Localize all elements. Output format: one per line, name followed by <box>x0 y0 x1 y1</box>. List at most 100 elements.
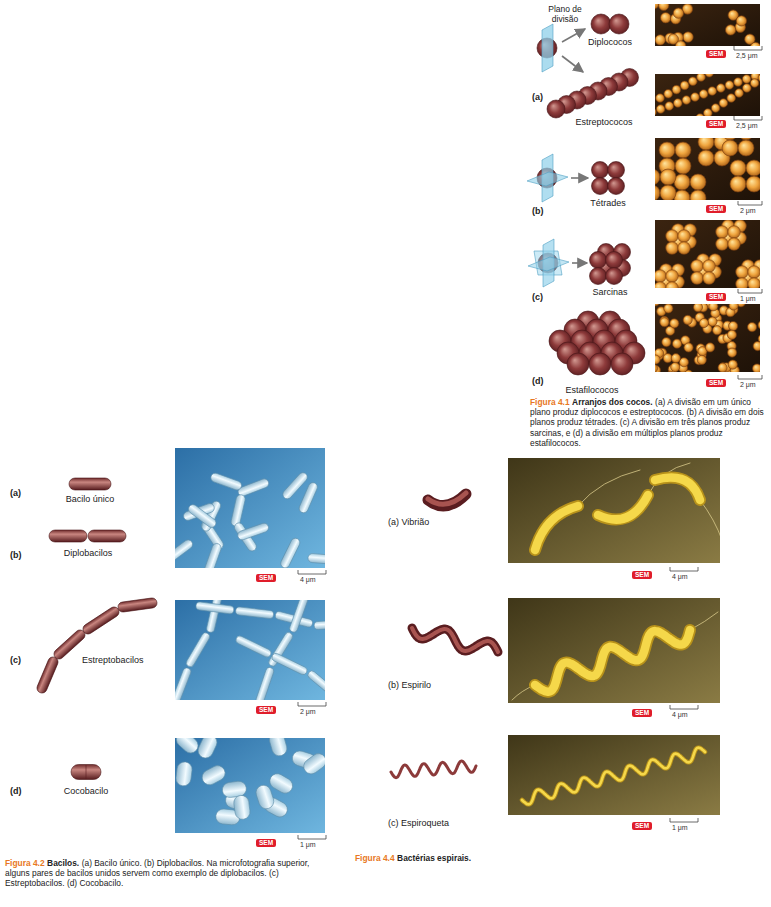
coccus-cell <box>716 238 729 251</box>
bacillus-cell <box>233 794 251 820</box>
coccus-cell <box>719 99 728 108</box>
coccus-cell <box>675 41 685 46</box>
sem-badge: SEM <box>706 50 726 58</box>
coccus-cell <box>655 282 666 288</box>
coccus-cell <box>666 230 679 243</box>
coccus-cell <box>691 272 704 285</box>
vibrio-cell <box>598 495 648 520</box>
coccus-cell <box>746 176 760 192</box>
spirillum-cell <box>535 630 690 692</box>
scale-label: 2 μm <box>300 708 316 716</box>
coccus-cell <box>729 304 738 310</box>
part-label: Tétrades <box>590 198 626 209</box>
coccus-cell <box>698 138 714 150</box>
coccus-cell <box>708 317 717 326</box>
bacillus-cell <box>88 530 126 542</box>
micrograph-coccobacilli <box>175 738 325 833</box>
coccus-cell <box>655 270 666 283</box>
part-label: Cocobacilo <box>64 786 109 797</box>
division-plane <box>542 24 553 72</box>
coccus-cell <box>691 93 700 102</box>
coccus-cell <box>664 304 673 313</box>
figure-caption: Figura 4.4Bactérias espirais. <box>355 853 655 863</box>
part-label: Diplobacilos <box>64 548 113 559</box>
scale-label: 1 μm <box>672 824 688 832</box>
coccus-cell <box>728 238 741 251</box>
bacillus-cell <box>175 538 194 564</box>
coccus-cell <box>690 174 706 190</box>
coccus-cell <box>747 322 756 331</box>
panel-letter: (c) <box>10 655 21 666</box>
bacillus-cell <box>237 522 270 541</box>
micrograph-vibrios <box>508 458 720 563</box>
spirillum-highlight <box>412 628 498 652</box>
bacillus-cell <box>255 667 275 700</box>
coccus-cell <box>609 14 629 34</box>
bacillus-cell <box>289 600 309 633</box>
coccus-cell <box>666 270 679 283</box>
part-label: Estreptococos <box>575 117 632 128</box>
coccus-cell <box>655 169 660 185</box>
coccus-cell <box>683 32 693 42</box>
bacillus-cell <box>71 765 101 780</box>
spirochete-cell <box>522 748 705 805</box>
coccus-cell <box>608 178 625 195</box>
part-label: (c) Espiroqueta <box>388 818 449 829</box>
caption-heading: Bacilos. <box>47 858 79 868</box>
micrograph-bacilli <box>175 448 325 568</box>
scale-bar <box>298 570 326 574</box>
coccus-cell <box>727 330 736 339</box>
coccus-cell <box>655 364 658 372</box>
coccus-cell <box>689 77 698 86</box>
scale-label: 2 μm <box>740 381 756 389</box>
coccus-cell <box>722 140 738 156</box>
scale-label: 4 μm <box>300 576 316 584</box>
micrograph-sarcinae <box>655 220 760 288</box>
coccus-cell <box>736 278 749 288</box>
coccus-cell <box>698 150 714 166</box>
division-plane <box>527 172 568 186</box>
bacillus-cell <box>268 738 289 758</box>
micrograph-ground <box>655 304 760 372</box>
coccus-cell <box>664 90 673 99</box>
scale-label: 4 μm <box>672 573 688 581</box>
coccus-cell <box>709 304 718 311</box>
coccus-cell <box>697 355 706 364</box>
micrograph-ground <box>655 4 760 46</box>
coccus-cell <box>674 174 690 190</box>
coccus-cell <box>711 104 720 113</box>
scale-bar <box>738 375 762 379</box>
bacillus-cell <box>185 631 211 668</box>
coccus-cell <box>758 74 760 82</box>
cell-constriction <box>86 765 87 779</box>
panel-letter: (b) <box>10 550 22 561</box>
bacillus-cell <box>52 628 87 661</box>
vibrio-cell <box>655 478 700 501</box>
coccus-cell <box>671 354 680 363</box>
micrograph-ground <box>508 458 720 563</box>
vibrio-highlight <box>428 493 466 504</box>
coccus-cell <box>738 138 754 140</box>
caption-heading: Arranjos dos cocos. <box>572 397 653 407</box>
scale-bar <box>670 567 698 571</box>
coccus-cell <box>659 142 675 158</box>
micrograph-staphylococci <box>655 304 760 372</box>
coccus-cell <box>746 160 760 176</box>
coccus-cell <box>666 242 679 255</box>
coccus-cell <box>606 252 623 269</box>
coccus-cell <box>691 260 704 273</box>
micrograph-ground <box>508 735 720 815</box>
sem-badge: SEM <box>706 293 726 301</box>
coccus-cell <box>718 363 727 372</box>
coccus-cell <box>736 16 746 26</box>
coccus-cell <box>660 169 676 185</box>
coccus-cell <box>660 13 670 23</box>
spirillum-cell <box>535 630 690 692</box>
coccus-cell <box>590 268 607 285</box>
part-label: Plano de divisão <box>540 4 590 24</box>
panel-letter: (a) <box>532 92 543 103</box>
panel-letter: (c) <box>532 292 543 303</box>
coccus-cell <box>738 140 754 156</box>
bacillus-cell <box>235 635 273 659</box>
bacillus-cell <box>279 537 301 568</box>
